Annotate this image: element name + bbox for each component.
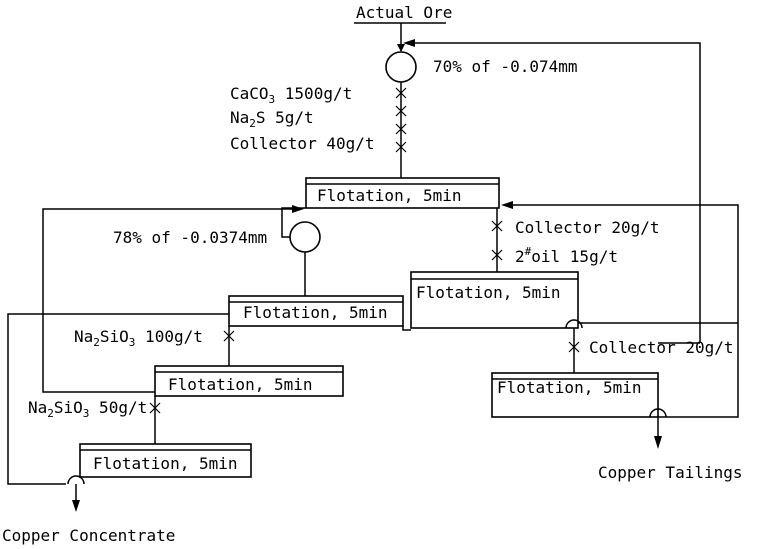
scav2-side-line (658, 323, 739, 418)
concentrate-label: Copper Concentrate (2, 526, 175, 545)
concentrate-arrow (72, 500, 80, 512)
cleaner1-tail-line (402, 326, 411, 331)
ore-feed-arrow (397, 44, 405, 52)
recycle-to-mill1-line (406, 42, 701, 343)
cleaner-recycle-arrow (292, 205, 304, 213)
concentrate-discharge (67, 475, 85, 485)
reagent-na2s: Na2S 5g/t (230, 108, 314, 130)
scav1-discharge (565, 319, 583, 329)
scav1-recycle-line (510, 204, 739, 324)
reagent-na2sio3-100: Na2SiO3 100g/t (74, 327, 203, 349)
scavenger1-flotation-cell (410, 271, 579, 329)
reagent-addition-marks-clean2 (149, 402, 161, 414)
reagent-collector-20b: Collector 20g/t (589, 338, 734, 357)
recycle-to-mill1-arrow (403, 39, 415, 47)
cleaner2-flotation-cell (154, 365, 344, 397)
cleaner1-flotation-cell (228, 295, 404, 327)
scavenger2-flotation-cell (491, 372, 659, 418)
cleaner-recycle-line (42, 208, 296, 393)
reagent-collector-40: Collector 40g/t (230, 134, 375, 153)
rougher-cell-label: Flotation, 5min (317, 186, 462, 205)
grinding1-label: 70% of -0.074mm (433, 57, 578, 76)
cleaner1-cell-label: Flotation, 5min (243, 303, 388, 322)
cleaner1-froth-line (7, 313, 229, 485)
grinding-mill-1 (385, 51, 417, 83)
reagent-addition-marks-scav1 (491, 220, 503, 261)
reagent-caco3: CaCO3 1500g/t (230, 84, 352, 106)
reagent-addition-marks-clean1 (223, 330, 235, 342)
scav1-recycle-arrow (501, 201, 513, 209)
grinding2-label: 78% of -0.0374mm (113, 228, 267, 247)
rougher-flotation-cell (305, 177, 500, 209)
scavenger1-cell-label: Flotation, 5min (416, 283, 561, 302)
tailings-arrow (654, 436, 662, 449)
reagent-2oil: 2#oil 15g/t (515, 245, 618, 266)
scavenger2-cell-label: Flotation, 5min (497, 378, 642, 397)
grinding-mill-2 (289, 221, 321, 253)
cleaner3-cell-label: Flotation, 5min (93, 454, 238, 473)
tailings-label: Copper Tailings (598, 463, 743, 482)
ore-label: Actual Ore (356, 3, 452, 22)
reagent-addition-marks-rougher (395, 87, 407, 153)
cleaner2-cell-label: Flotation, 5min (168, 375, 313, 394)
tailings-discharge (649, 408, 667, 418)
reagent-na2sio3-50: Na2SiO3 50g/t (28, 398, 147, 420)
reagent-addition-marks-scav2 (568, 341, 580, 353)
reagent-collector-20a: Collector 20g/t (515, 218, 660, 237)
